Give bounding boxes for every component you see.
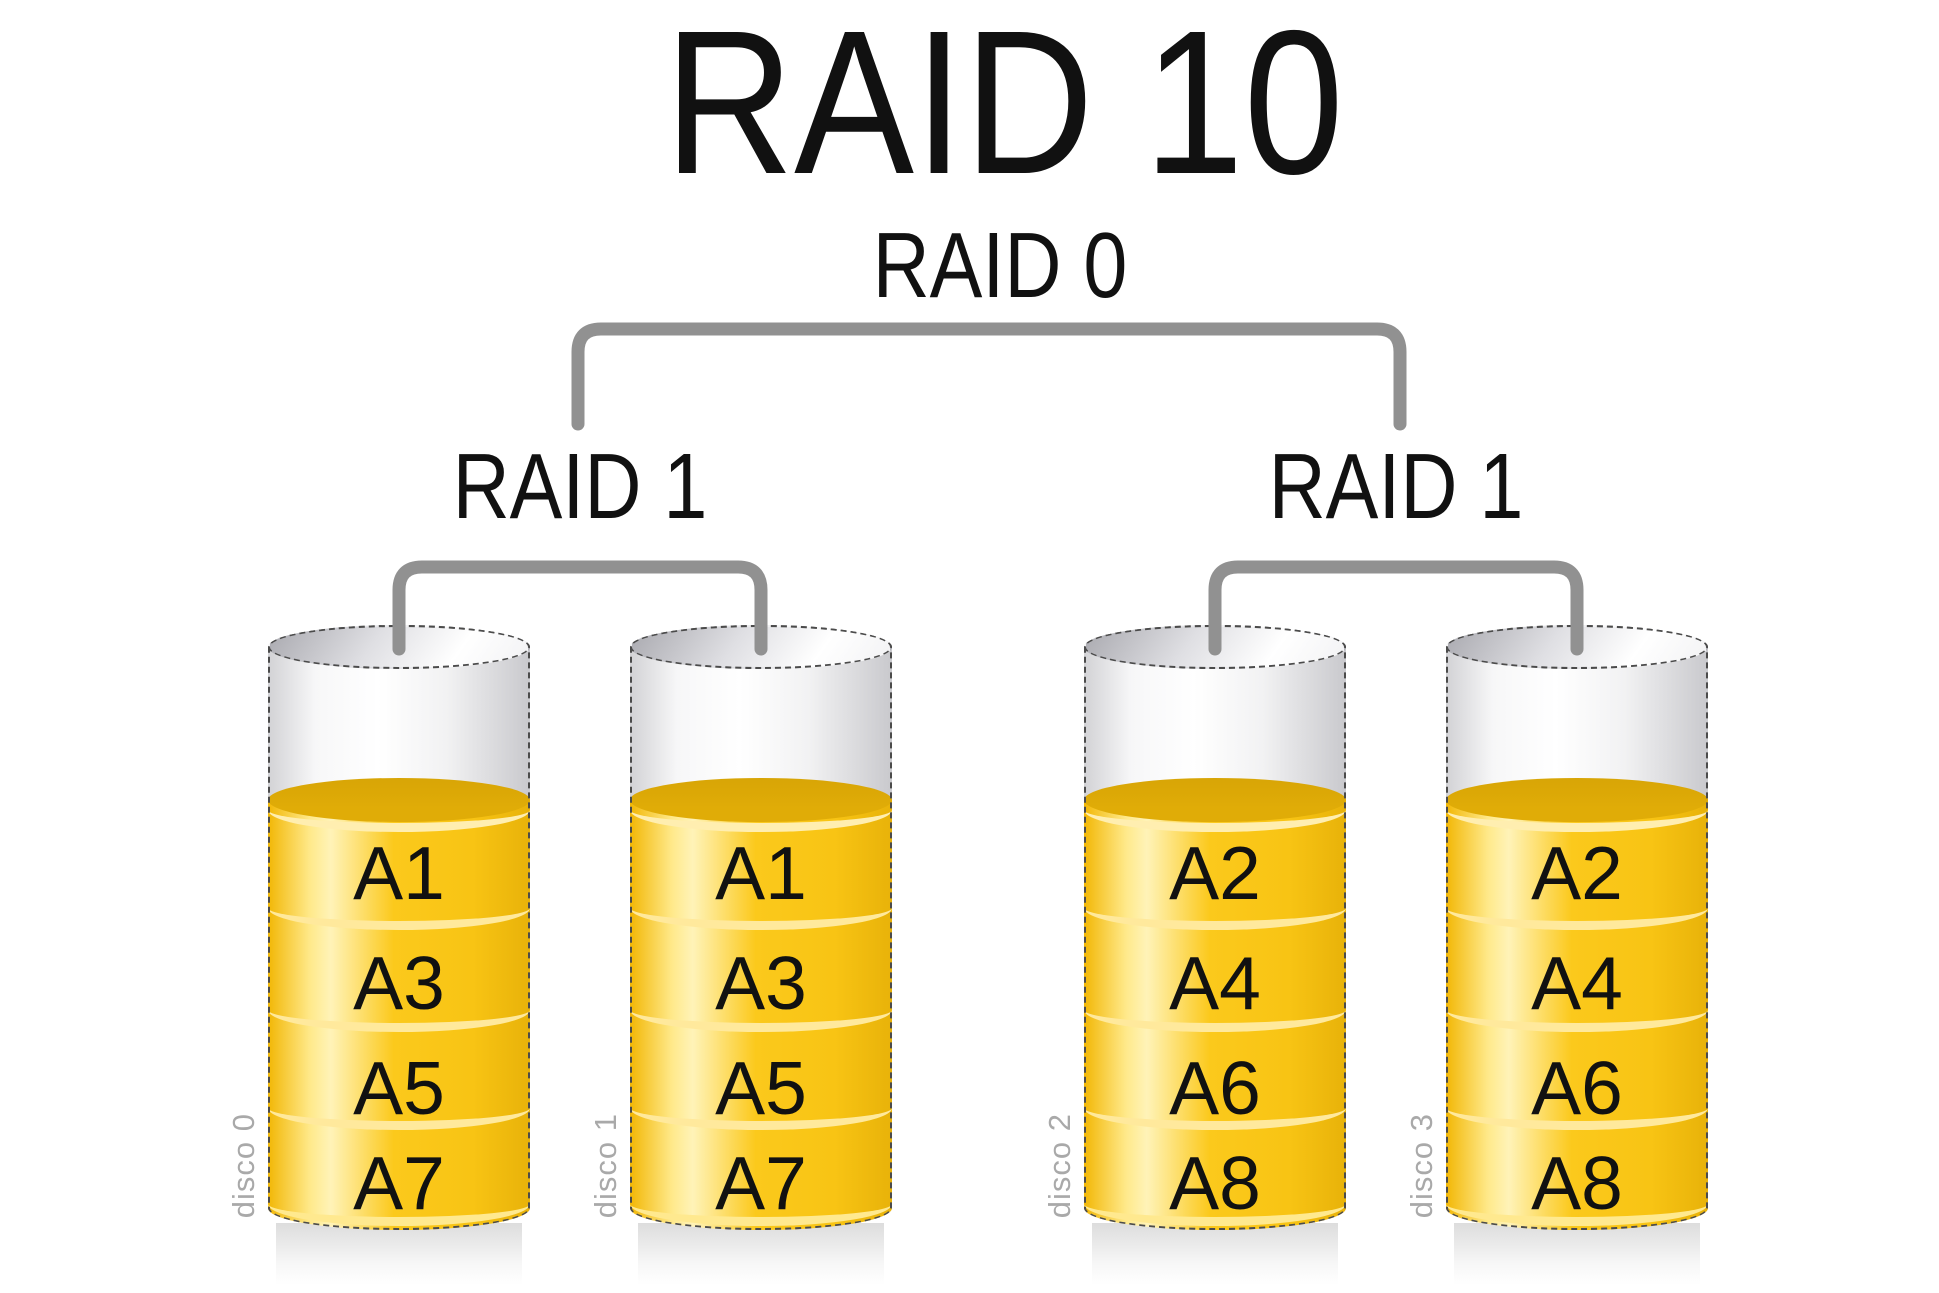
raid0-label: RAID 0 bbox=[872, 213, 1128, 317]
disk-top-ellipse bbox=[268, 625, 530, 669]
disk-dashed-outline bbox=[268, 625, 530, 1230]
platter-edge bbox=[630, 886, 892, 930]
disk-dashed-outline bbox=[630, 625, 892, 1230]
disk-shadow bbox=[638, 1223, 884, 1285]
block-label: A4 bbox=[1169, 941, 1261, 1025]
disk-dashed-outline bbox=[1084, 625, 1346, 1230]
disk-top-ellipse bbox=[1084, 625, 1346, 669]
disk-name-label: disco 3 bbox=[1404, 1112, 1439, 1218]
raid1-label-right: RAID 1 bbox=[1268, 434, 1524, 538]
page-title: RAID 10 bbox=[664, 0, 1344, 217]
platter-edge bbox=[1084, 988, 1346, 1032]
raid0-bracket bbox=[571, 322, 1407, 431]
block-label: A1 bbox=[715, 831, 807, 915]
platter-edge bbox=[1446, 788, 1708, 832]
platter-edge bbox=[630, 988, 892, 1032]
block-label: A4 bbox=[1531, 941, 1623, 1025]
platter-edge bbox=[268, 886, 530, 930]
disk-name-label: disco 1 bbox=[588, 1112, 623, 1218]
disk-shadow bbox=[276, 1223, 522, 1285]
disk-shadow bbox=[1092, 1223, 1338, 1285]
disk-cylinder: A1 A3 A5 A7 disco 0 bbox=[226, 625, 530, 1285]
disk-dashed-outline bbox=[1446, 625, 1708, 1230]
disk-cylinder: A2 A4 A6 A8 disco 2 bbox=[1042, 625, 1346, 1285]
disk-top-ellipse bbox=[1446, 625, 1708, 669]
block-label: A3 bbox=[353, 941, 445, 1025]
platter-edge bbox=[630, 788, 892, 832]
block-label: A2 bbox=[1169, 831, 1261, 915]
disk-name-label: disco 0 bbox=[226, 1112, 261, 1218]
platter-edge bbox=[1446, 988, 1708, 1032]
disk-name-label: disco 2 bbox=[1042, 1112, 1077, 1218]
raid1-label-left: RAID 1 bbox=[452, 434, 708, 538]
platter-edge bbox=[1084, 886, 1346, 930]
disk-top-ellipse bbox=[630, 625, 892, 669]
block-label: A3 bbox=[715, 941, 807, 1025]
disk-shadow bbox=[1454, 1223, 1700, 1285]
block-label: A2 bbox=[1531, 831, 1623, 915]
platter-edge bbox=[268, 988, 530, 1032]
disk-cylinder: A1 A3 A5 A7 disco 1 bbox=[588, 625, 892, 1285]
block-label: A1 bbox=[353, 831, 445, 915]
platter-edge bbox=[268, 788, 530, 832]
platter-edge bbox=[1446, 886, 1708, 930]
platter-edge bbox=[1084, 788, 1346, 832]
disk-cylinder: A2 A4 A6 A8 disco 3 bbox=[1404, 625, 1708, 1285]
